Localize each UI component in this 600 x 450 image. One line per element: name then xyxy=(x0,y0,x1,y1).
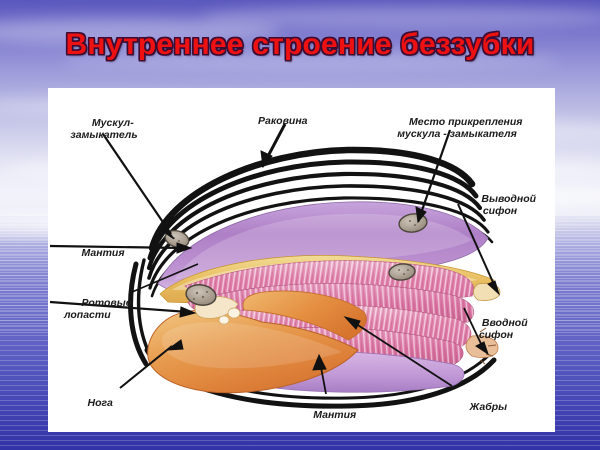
muscle-scar-posterior-lower xyxy=(388,263,416,281)
leader-exhalant-siphon xyxy=(457,203,497,290)
cloud-streak xyxy=(200,6,600,28)
leader-mantle-left xyxy=(49,244,185,250)
siphon-fringe xyxy=(479,327,497,365)
anatomy-illustration xyxy=(49,123,501,409)
label-foot: Нога xyxy=(70,384,113,422)
label-shell-text: Раковина xyxy=(257,114,308,127)
label-inhalant-siphon: Вводной сифон xyxy=(452,304,540,354)
label-exhalant-siphon: Выводной сифон xyxy=(456,180,544,230)
labial-palp-knob-2 xyxy=(218,315,230,325)
muscle-scar-anterior-lower xyxy=(185,284,217,306)
label-inhalant-siphon-text: Вводной сифон xyxy=(478,316,528,342)
leader-mantle-left-2 xyxy=(49,300,189,314)
label-mantle-bottom: Мантия xyxy=(288,396,364,434)
leader-labial-palps xyxy=(131,263,199,293)
leader-foot xyxy=(119,345,173,389)
foot-upper-lobe xyxy=(242,290,367,341)
arrowhead-shell xyxy=(260,150,273,169)
label-labial-palps-text: Ротовые лопасти xyxy=(64,296,132,322)
foot-highlight xyxy=(161,322,342,369)
leader-inhalant-siphon xyxy=(463,307,485,351)
arrowhead-inhalant-siphon xyxy=(475,341,489,356)
label-adductor-muscle: Мускул- замыкатель xyxy=(58,104,150,154)
label-foot-text: Нога xyxy=(87,396,113,409)
arrowhead-mantle-bottom xyxy=(312,353,327,371)
leader-shell xyxy=(264,123,287,161)
arrowhead-mantle-left-2 xyxy=(179,306,197,318)
arrowhead-muscle-scar xyxy=(415,206,427,224)
figure-panel: Мускул- замыкатель Раковина Место прикре… xyxy=(48,88,555,432)
label-mantle-left: Мантия xyxy=(64,234,125,272)
arrowhead-adductor-muscle xyxy=(160,225,175,240)
arrowhead-mantle-left xyxy=(176,242,193,254)
arrowhead-gills xyxy=(343,316,361,330)
slide-title: Внутреннее строение беззубки xyxy=(65,28,535,61)
cloud-streak xyxy=(0,18,280,44)
arrowhead-exhalant-siphon xyxy=(487,280,501,296)
label-gills: Жабры xyxy=(452,388,508,426)
cloud-streak xyxy=(60,52,560,70)
label-mantle-left-text: Мантия xyxy=(81,246,125,259)
leader-gills xyxy=(349,319,453,387)
leader-adductor-muscle xyxy=(102,133,172,235)
label-gills-text: Жабры xyxy=(469,400,508,413)
label-muscle-attachment-text: Место прикрепления мускула - замыкателя xyxy=(397,115,523,141)
label-adductor-muscle-text: Мускул- замыкатель xyxy=(70,116,138,142)
label-exhalant-siphon-text: Выводной сифон xyxy=(481,192,537,218)
label-labial-palps: Ротовые лопасти xyxy=(64,284,132,334)
arrowhead-foot xyxy=(165,339,184,351)
labial-palp-knob xyxy=(227,307,241,319)
label-muscle-attachment: Место прикрепления мускула - замыкателя xyxy=(384,103,530,153)
label-mantle-bottom-text: Мантия xyxy=(313,408,357,421)
foot-mass xyxy=(147,309,359,394)
leader-lines xyxy=(49,123,501,395)
leader-muscle-scar xyxy=(418,129,452,217)
label-shell: Раковина xyxy=(228,102,320,140)
